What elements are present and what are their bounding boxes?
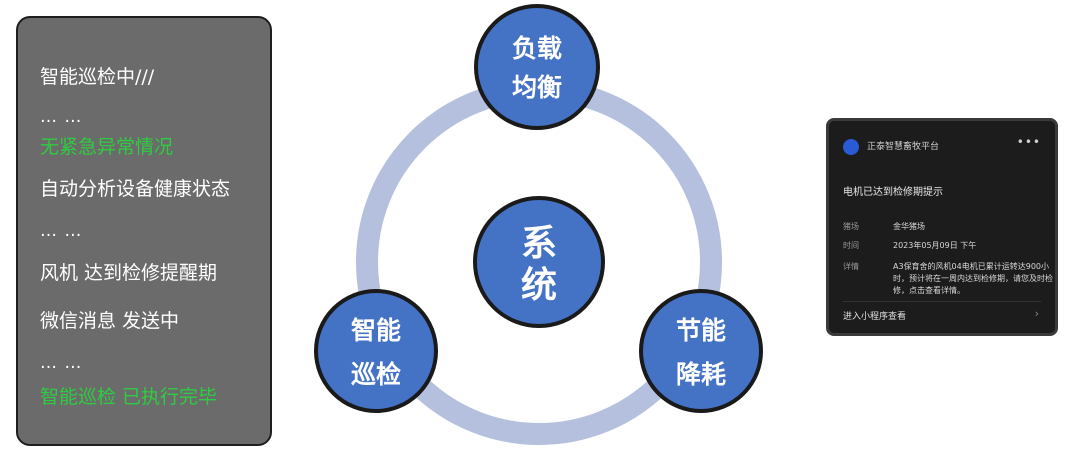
log-line: 自动分析设备健康状态 <box>40 178 231 200</box>
notification-card[interactable]: 正泰智慧畜牧平台 ••• 电机已达到检修期提示 猪场 金华猪场 时间 2023年… <box>826 118 1058 336</box>
detail-key: 时间 <box>843 241 859 250</box>
node-right-label-1: 节能 <box>676 316 726 345</box>
detail-key: 详情 <box>843 262 859 271</box>
system-cycle-diagram: 系 统 负载 均衡 智能 巡检 节能 降耗 <box>314 4 763 445</box>
center-node: 系 统 <box>473 196 605 328</box>
log-line: 微信消息 发送中 <box>40 310 180 332</box>
log-line: 风机 达到检修提醒期 <box>40 262 218 284</box>
inspection-log-panel: 智能巡检中/// … … 无紧急异常情况 自动分析设备健康状态 … … 风机 达… <box>16 16 272 446</box>
node-left-label-2: 巡检 <box>351 360 401 389</box>
open-mini-program-link[interactable]: 进入小程序查看 <box>843 312 907 322</box>
log-line: 智能巡检 已执行完毕 <box>40 386 218 408</box>
node-top-label-1: 负载 <box>512 34 562 63</box>
brand-logo-icon <box>843 139 859 155</box>
log-line: … … <box>40 353 83 373</box>
node-right: 节能 降耗 <box>639 289 763 413</box>
chevron-right-icon[interactable]: › <box>1034 307 1039 320</box>
divider <box>843 301 1041 302</box>
log-line: 智能巡检中/// <box>40 66 155 88</box>
platform-name: 正泰智慧畜牧平台 <box>867 142 940 152</box>
log-line: … … <box>40 221 83 241</box>
node-top-label-2: 均衡 <box>512 73 562 102</box>
center-node-label-2: 统 <box>521 265 557 306</box>
log-line: 无紧急异常情况 <box>40 136 174 158</box>
node-left-label-1: 智能 <box>351 316 401 345</box>
log-line: … … <box>40 107 83 127</box>
more-options-icon[interactable]: ••• <box>1016 135 1041 149</box>
detail-value: A3保育舍的风机04电机已累计运转达900小时，预计将在一周内达到检修期，请您及… <box>893 262 1053 295</box>
detail-value: 金华猪场 <box>893 222 925 231</box>
detail-key: 猪场 <box>843 222 859 231</box>
notification-title: 电机已达到检修期提示 <box>843 187 943 198</box>
node-left: 智能 巡检 <box>314 289 438 413</box>
detail-value: 2023年05月09日 下午 <box>893 241 977 250</box>
node-right-label-2: 降耗 <box>676 360 726 389</box>
center-node-label-1: 系 <box>521 223 557 264</box>
node-top: 负载 均衡 <box>474 4 600 130</box>
